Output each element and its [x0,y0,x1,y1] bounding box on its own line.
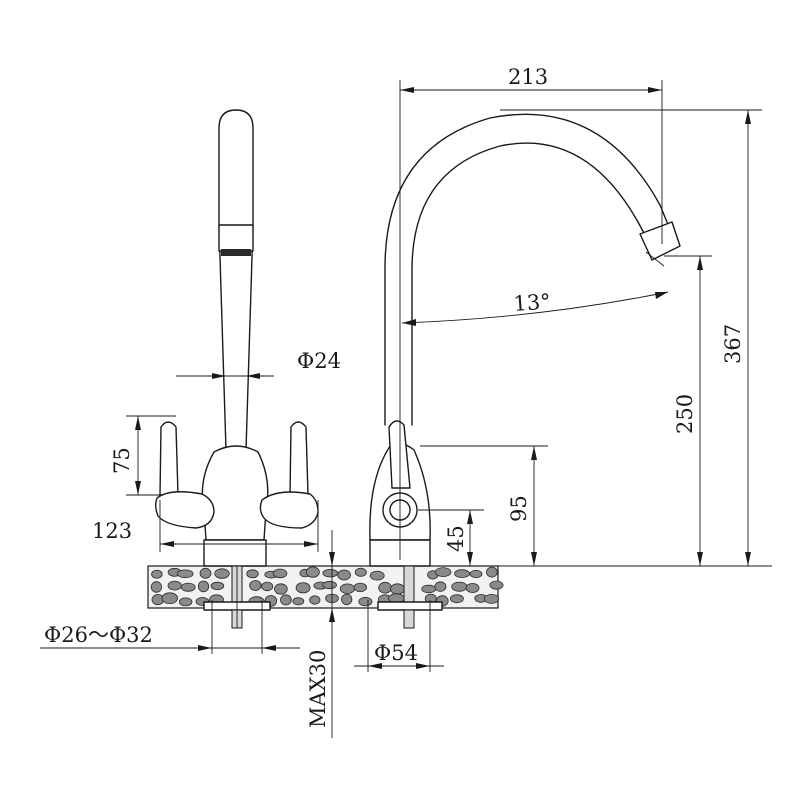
countertop-stone [354,567,367,577]
dim-367-label: 367 [721,324,745,364]
front-body [201,445,269,541]
countertop-stone [434,581,447,592]
countertop-stone [369,570,385,581]
left-handle [155,421,215,529]
countertop-stone [280,594,292,606]
countertop-stone [449,594,464,604]
countertop-stone [434,567,452,577]
countertop-stone [180,582,196,592]
countertop-section [147,565,504,609]
countertop-stone [483,594,500,604]
dim-75-label: 75 [110,447,134,474]
countertop-stone [309,595,321,605]
front-spout [218,109,254,451]
countertop-stone [199,567,212,579]
countertop-stone [167,580,182,591]
dim-13-deg-label: 13° [513,289,552,316]
countertop-stone [210,581,225,591]
dim-45-label: 45 [444,525,468,552]
countertop-stone [451,581,468,592]
front-view [155,109,319,629]
dim-123-label: 123 [92,519,132,543]
countertop-stone [465,583,480,594]
side-view [369,113,681,629]
countertop-stone [295,582,311,594]
countertop-stone [150,581,162,593]
side-spout [384,113,677,426]
dim-hole-range-label: Φ26～Φ32 [44,623,153,647]
countertop-stone [272,568,288,579]
countertop-stone [197,580,210,593]
countertop-stone [486,566,498,578]
countertop-stone [341,593,353,606]
countertop-stone [339,583,355,594]
countertop-stone [151,569,163,579]
countertop-stone [454,569,470,578]
dim-95-label: 95 [507,495,531,522]
dim-250-label: 250 [673,394,697,434]
countertop-stone [274,583,288,595]
countertop-stone [161,592,179,604]
countertop-stone [246,569,259,579]
dim-max30-label: MAX30 [306,650,330,728]
countertop-stone [176,569,194,579]
countertop-stone [292,597,305,606]
countertop-stone [214,568,230,579]
countertop-stone [378,581,392,594]
countertop-stone [178,597,193,607]
countertop-stone [322,569,339,578]
dim-213-label: 213 [508,65,548,89]
countertop-stone [322,580,337,590]
dim-dia24-label: Φ24 [297,349,341,373]
right-handle [259,421,319,529]
countertop-stone [469,570,483,579]
countertop-stone [353,582,368,593]
countertop-stone [489,580,504,590]
countertop-stone [305,566,320,578]
countertop-stone [390,583,405,595]
countertop-stone [249,580,262,591]
dim-dia54-label: Φ54 [374,641,418,665]
dimension-lines [40,80,772,738]
countertop-stone [337,569,351,581]
countertop-stone [421,584,437,594]
countertop-stone [261,581,274,592]
countertop-stone [358,596,373,607]
